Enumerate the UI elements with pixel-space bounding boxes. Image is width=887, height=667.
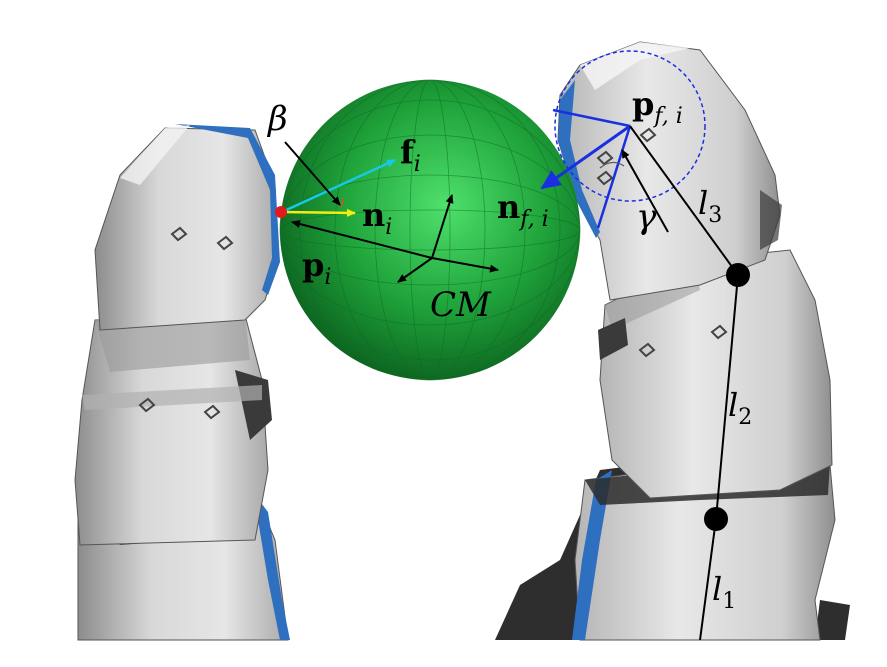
cone-edge-lower <box>596 125 632 229</box>
beta-angle-arc <box>339 197 344 208</box>
label-finger-normal: nf, i <box>497 188 549 232</box>
label-link-1: l1 <box>712 570 736 614</box>
left-contact-vectors <box>275 141 433 259</box>
contact-point <box>275 206 287 218</box>
finger-normal-arrow <box>540 124 631 190</box>
label-beta: β <box>266 99 288 139</box>
link-2 <box>715 274 739 520</box>
beta-pointer <box>284 141 341 206</box>
normal-arrow-n-i <box>281 208 356 217</box>
label-position: pi <box>302 246 331 290</box>
center-of-mass-frame <box>397 194 499 283</box>
gamma-pointer <box>621 149 669 233</box>
link-3 <box>629 125 739 276</box>
joint-dot-lower <box>704 507 728 531</box>
labels: β fi ni pi CM pf, i nf, i γ l3 l2 l1 <box>266 85 752 614</box>
left-robot-finger <box>74 124 290 641</box>
label-normal: ni <box>362 196 392 240</box>
link-1 <box>699 518 717 641</box>
label-link-2: l2 <box>728 386 752 430</box>
friction-cone-circle <box>554 50 706 202</box>
cone-edge-upper <box>552 108 631 128</box>
label-link-3: l3 <box>698 184 722 228</box>
joint-dot-upper <box>726 263 750 287</box>
sphere-object <box>279 79 581 381</box>
right-robot-finger <box>495 41 850 641</box>
gamma-angle-arc <box>599 161 625 169</box>
label-finger-position: pf, i <box>632 85 683 129</box>
label-gamma: γ <box>636 197 657 237</box>
label-center-of-mass: CM <box>430 285 492 325</box>
position-vector-p-i <box>291 220 433 259</box>
right-fingertip-geometry <box>540 50 750 641</box>
label-force: fi <box>400 133 421 177</box>
force-arrow-f-i <box>281 158 396 214</box>
